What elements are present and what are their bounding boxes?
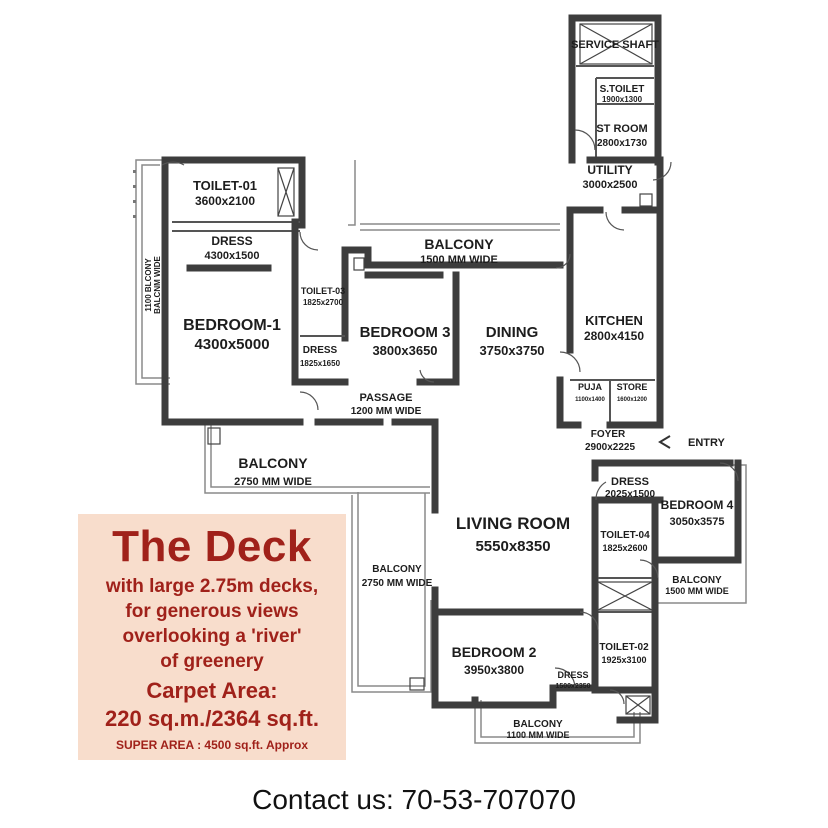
room-size-dining: 3750x3750	[479, 343, 544, 358]
room-size-dress-4: 2025x1500	[605, 489, 655, 500]
balcony-middle-name: BALCONY	[372, 564, 422, 575]
balcony-bedroom4-name: BALCONY	[672, 575, 722, 586]
room-name-st-room: ST ROOM	[596, 123, 647, 135]
room-name-toilet-02: TOILET-02	[599, 642, 649, 653]
passage-name: PASSAGE	[360, 392, 413, 404]
room-size-bedroom-1: 4300x5000	[194, 336, 269, 353]
room-name-toilet-04: TOILET-04	[600, 530, 650, 541]
room-name-store: STORE	[617, 382, 648, 392]
deck-line-3: overlooking a 'river'	[122, 626, 302, 647]
balcony-middle-width: 2750 MM WIDE	[362, 578, 433, 589]
duct-boxes	[207, 23, 653, 715]
room-size-utility: 3000x2500	[582, 179, 637, 191]
room-name-bedroom-1: BEDROOM-1	[183, 317, 281, 334]
room-name-toilet-03: TOILET-03	[301, 286, 345, 296]
balcony-bottom-name: BALCONY	[513, 719, 563, 730]
room-size-toilet-02: 1925x3100	[601, 655, 646, 665]
balcony-left-line1: 1100 BLCONY	[144, 258, 153, 312]
room-name-bedroom-2: BEDROOM 2	[452, 644, 537, 660]
room-size-bedroom-2: 3950x3800	[464, 663, 524, 677]
room-size-dress-3: 1825x1650	[300, 359, 341, 368]
contact-text: Contact us: 70-53-707070	[252, 784, 576, 815]
deck-line-4: of greenery	[160, 651, 264, 672]
room-name-dress-1: DRESS	[211, 234, 252, 248]
room-size-kitchen: 2800x4150	[584, 329, 644, 343]
carpet-area-value: 220 sq.m./2364 sq.ft.	[105, 706, 319, 731]
room-name-utility: UTILITY	[587, 163, 632, 177]
balcony-bedroom4-width: 1500 MM WIDE	[665, 586, 729, 596]
floor-plan: SERVICE SHAFT S.TOILET 1900x1300 ST ROOM…	[133, 14, 747, 744]
room-size-dress-2: 1500x2350	[555, 683, 590, 690]
room-name-puja: PUJA	[578, 382, 603, 392]
carpet-area-label: Carpet Area:	[146, 678, 278, 703]
room-name-dress-3: DRESS	[303, 345, 338, 356]
room-size-toilet-04: 1825x2600	[602, 543, 647, 553]
deck-promo-card: The Deck with large 2.75m decks, for gen…	[78, 514, 346, 760]
walls	[161, 14, 742, 724]
room-size-bedroom-4: 3050x3575	[669, 516, 724, 528]
left-balcony-rail-dots	[133, 170, 136, 218]
balcony-labels: BALCONY 1500 MM WIDE 1100 BLCONY BALCNM …	[144, 236, 729, 740]
deck-title: The Deck	[112, 522, 312, 571]
room-name-dress-4: DRESS	[611, 476, 649, 488]
room-name-foyer: FOYER	[591, 429, 626, 440]
room-labels: SERVICE SHAFT S.TOILET 1900x1300 ST ROOM…	[183, 39, 734, 690]
passage-width: 1200 MM WIDE	[351, 406, 422, 417]
door-swings	[161, 129, 739, 705]
balcony-top-width: 1500 MM WIDE	[420, 254, 498, 266]
room-name-toilet-01: TOILET-01	[193, 178, 257, 193]
room-size-bedroom-3: 3800x3650	[372, 343, 437, 358]
room-size-living-room: 5550x8350	[475, 538, 550, 555]
room-size-toilet-01: 3600x2100	[195, 194, 255, 208]
deck-line-2: for generous views	[125, 601, 299, 622]
balcony-main-name: BALCONY	[238, 455, 308, 471]
room-name-dress-2: DRESS	[557, 670, 588, 680]
room-name-bedroom-3: BEDROOM 3	[360, 324, 451, 341]
room-size-store: 1600x1200	[617, 397, 648, 403]
deck-line-1: with large 2.75m decks,	[105, 576, 319, 597]
super-area: SUPER AREA : 4500 sq.ft. Approx	[115, 738, 309, 752]
room-size-s-toilet: 1900x1300	[602, 95, 643, 104]
balcony-main-width: 2750 MM WIDE	[234, 476, 312, 488]
room-name-kitchen: KITCHEN	[585, 313, 643, 328]
room-size-st-room: 2800x1730	[597, 138, 647, 149]
entry-label: ENTRY	[688, 437, 726, 449]
room-name-living-room: LIVING ROOM	[456, 514, 570, 533]
entry-arrow-icon	[658, 435, 671, 449]
room-size-foyer: 2900x2225	[585, 442, 635, 453]
balcony-top-name: BALCONY	[424, 236, 494, 252]
room-name-dining: DINING	[486, 324, 539, 341]
room-name-bedroom-4: BEDROOM 4	[661, 498, 734, 512]
balcony-left-line2: BALCNM WIDE	[153, 255, 162, 313]
room-size-puja: 1100x1400	[575, 397, 605, 403]
room-name-service-shaft: SERVICE SHAFT	[571, 39, 659, 51]
room-size-dress-1: 4300x1500	[204, 250, 259, 262]
balcony-bottom-width: 1100 MM WIDE	[506, 730, 569, 740]
room-name-s-toilet: S.TOILET	[600, 84, 645, 95]
room-size-toilet-03: 1825x2700	[303, 298, 344, 307]
